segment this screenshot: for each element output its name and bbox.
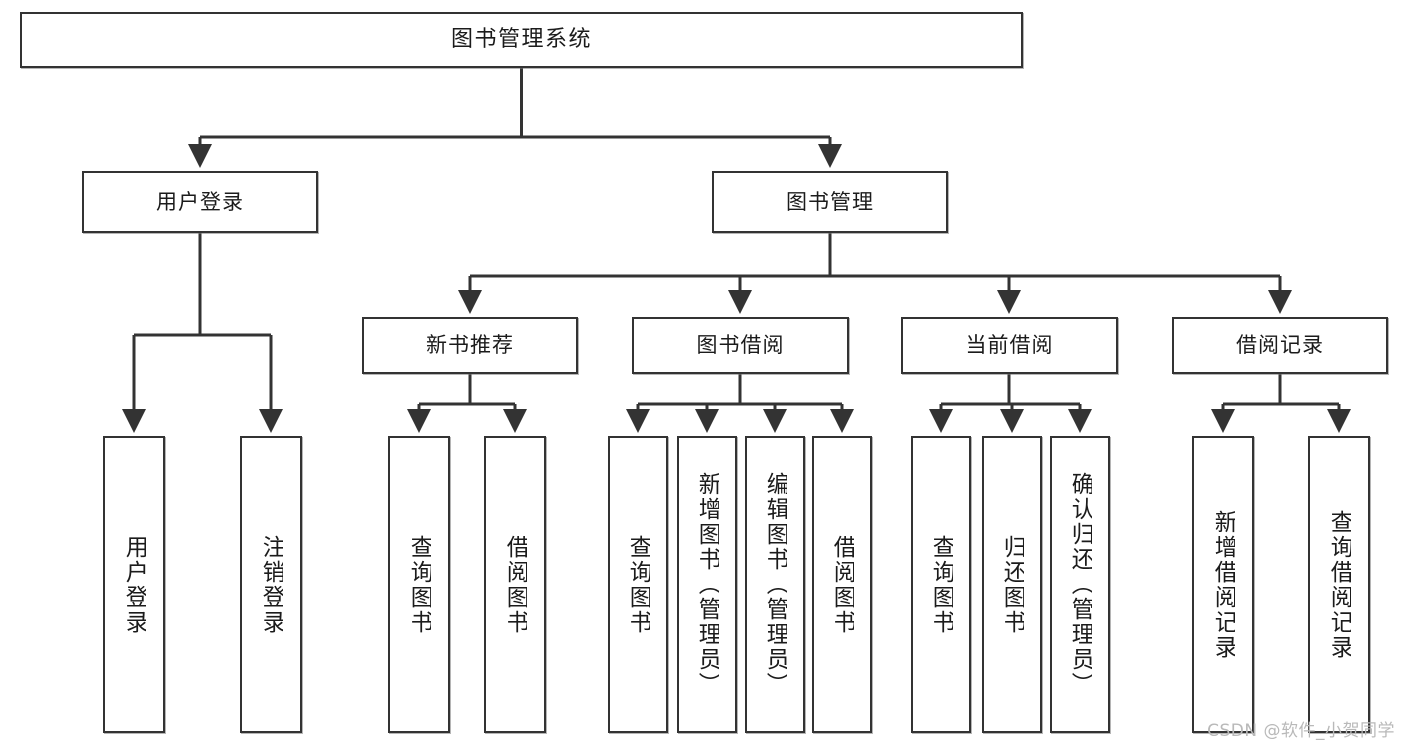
wire-group-borrow-record <box>1211 374 1351 433</box>
node-leaf-query-book-b[interactable]: 查询图书 <box>608 436 668 733</box>
wire-group-root <box>188 68 842 168</box>
node-current-borrow[interactable]: 当前借阅 <box>901 317 1118 374</box>
node-leaf-query-record-label: 查询借阅记录 <box>1326 509 1352 660</box>
node-leaf-borrow-book-rec-label: 借阅图书 <box>502 534 528 635</box>
wire-group-book-borrow <box>626 374 854 433</box>
node-new-book-rec[interactable]: 新书推荐 <box>362 317 578 374</box>
node-leaf-user-logout-label: 注销登录 <box>258 534 284 635</box>
watermark: CSDN @软件_小贺同学 <box>1207 721 1395 741</box>
node-leaf-user-login[interactable]: 用户登录 <box>103 436 165 733</box>
node-leaf-confirm-return-label: 确认归还（管理员） <box>1067 472 1093 697</box>
node-leaf-query-book-rec[interactable]: 查询图书 <box>388 436 450 733</box>
node-leaf-add-book-label: 新增图书（管理员） <box>694 472 720 697</box>
node-leaf-query-book-rec-label: 查询图书 <box>406 534 432 635</box>
node-leaf-query-book-b-label: 查询图书 <box>625 534 651 635</box>
node-leaf-add-record-label: 新增借阅记录 <box>1210 509 1236 660</box>
node-leaf-user-login-label: 用户登录 <box>121 534 147 635</box>
node-leaf-add-book[interactable]: 新增图书（管理员） <box>677 436 737 733</box>
node-root-label: 图书管理系统 <box>450 27 592 53</box>
node-leaf-edit-book-label: 编辑图书（管理员） <box>762 472 788 697</box>
node-leaf-edit-book[interactable]: 编辑图书（管理员） <box>745 436 805 733</box>
node-leaf-query-book-c-label: 查询图书 <box>928 534 954 635</box>
wire-group-user-login <box>122 233 283 433</box>
node-leaf-borrow-book-rec[interactable]: 借阅图书 <box>484 436 546 733</box>
wire-group-new-book-rec <box>407 374 527 433</box>
node-borrow-record-label: 借阅记录 <box>1236 333 1324 358</box>
node-leaf-query-book-c[interactable]: 查询图书 <box>911 436 971 733</box>
node-leaf-return-book-label: 归还图书 <box>999 534 1025 635</box>
node-new-book-rec-label: 新书推荐 <box>426 333 514 358</box>
node-leaf-borrow-book-b-label: 借阅图书 <box>829 534 855 635</box>
node-leaf-return-book[interactable]: 归还图书 <box>982 436 1042 733</box>
node-user-login-label: 用户登录 <box>156 189 244 214</box>
wire-group-current-borrow <box>929 374 1092 433</box>
node-book-manage-label: 图书管理 <box>786 189 874 214</box>
node-leaf-query-record[interactable]: 查询借阅记录 <box>1308 436 1370 733</box>
node-leaf-confirm-return[interactable]: 确认归还（管理员） <box>1050 436 1110 733</box>
node-current-borrow-label: 当前借阅 <box>965 333 1054 358</box>
node-book-borrow-label: 图书借阅 <box>696 333 785 358</box>
node-borrow-record[interactable]: 借阅记录 <box>1172 317 1388 374</box>
node-user-login[interactable]: 用户登录 <box>82 171 318 233</box>
node-book-borrow[interactable]: 图书借阅 <box>632 317 849 374</box>
node-book-manage[interactable]: 图书管理 <box>712 171 948 233</box>
wire-group-book-manage <box>458 233 1292 314</box>
node-leaf-user-logout[interactable]: 注销登录 <box>240 436 302 733</box>
node-leaf-add-record[interactable]: 新增借阅记录 <box>1192 436 1254 733</box>
node-leaf-borrow-book-b[interactable]: 借阅图书 <box>812 436 872 733</box>
node-root[interactable]: 图书管理系统 <box>20 12 1023 68</box>
